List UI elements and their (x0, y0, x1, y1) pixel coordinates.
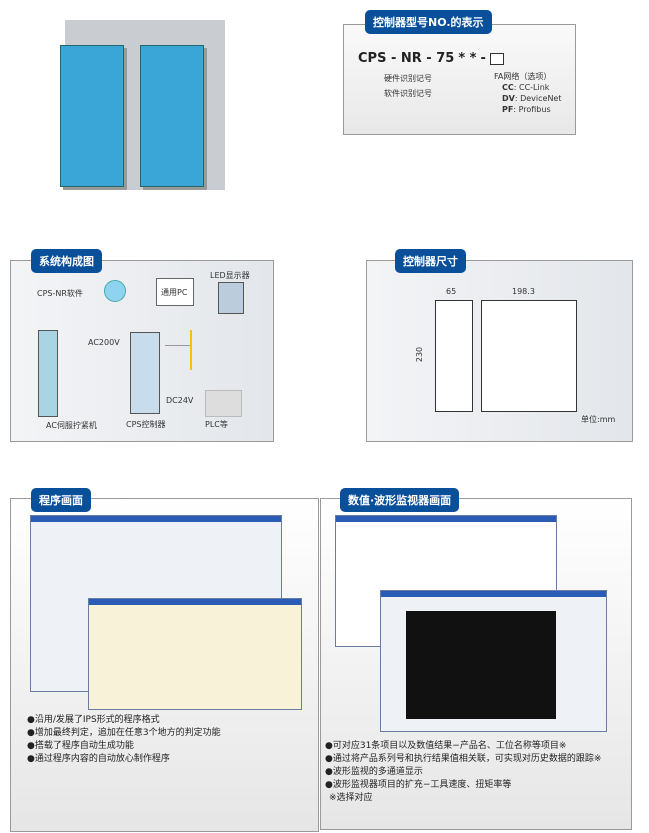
led-display-icon (218, 282, 244, 314)
feature-item: ●波形监视器项目的扩充−工具速度、扭矩率等 (325, 780, 512, 790)
model-stars: * * (458, 51, 477, 66)
unit-label: 单位:mm (581, 415, 616, 424)
pc-label: 通用PC (161, 288, 188, 297)
option-key: PF (502, 105, 514, 114)
controller-label: CPS控制器 (126, 420, 166, 429)
height-value: 230 (415, 346, 425, 363)
option-box (489, 52, 504, 65)
model-number-panel: CPS - NR - 75 * * - 硬件识别记号 软件识别记号 FA网络（选… (343, 24, 576, 135)
servo-label: AC伺服拧紧机 (46, 421, 97, 430)
product-photo (55, 15, 295, 195)
model-dash: - (480, 51, 486, 66)
plc-icon (205, 390, 242, 417)
front-view (435, 300, 473, 412)
waveform-graph (406, 611, 556, 719)
option-key: CC (502, 83, 514, 92)
waveform-screenshot (380, 590, 607, 732)
model-code-row: CPS - NR - 75 * * - (358, 51, 504, 66)
feature-item: ●通过将产品系列号和执行结果值相关联，可实现对历史数据的跟踪※ (325, 754, 602, 764)
cd-icon (104, 280, 126, 302)
servo-icon (38, 330, 58, 417)
model-code: CPS - NR - 75 (358, 51, 455, 66)
feature-item: ●增加最终判定，追加在任意3个地方的判定功能 (27, 728, 221, 738)
depth-value: 198.3 (512, 287, 535, 296)
software-label: CPS-NR软件 (37, 289, 83, 298)
hardware-id-label: 硬件识别记号 (384, 74, 432, 83)
controller-icon (130, 332, 160, 414)
feature-item: ●搭载了程序自动生成功能 (27, 741, 134, 751)
plc-label: PLC等 (205, 420, 228, 429)
feature-item: ●波形监视的多通道显示 (325, 767, 423, 777)
option-value: : DeviceNet (514, 94, 562, 103)
program-title: 程序画面 (31, 488, 91, 512)
option-value: : CC-Link (513, 83, 550, 92)
width-value: 65 (446, 287, 457, 296)
side-view (481, 300, 577, 412)
dc24v-label: DC24V (166, 396, 194, 405)
feature-item: ●通过程序内容的自动放心制作程序 (27, 754, 170, 764)
software-id-label: 软件识别记号 (384, 89, 432, 98)
option-value: : Profibus (513, 105, 551, 114)
system-title: 系统构成图 (31, 249, 102, 273)
fa-network-label: FA网络（选项） (494, 72, 552, 81)
dimensions-title: 控制器尺寸 (395, 249, 466, 273)
feature-item: ●可对应31条项目以及数值结果−产品名、工位名称等项目※ (325, 741, 567, 751)
ac200v-label: AC200V (88, 338, 120, 347)
laptop-icon (156, 278, 194, 306)
option-note: ※选择对应 (329, 793, 373, 803)
option-key: DV (502, 94, 515, 103)
model-title: 控制器型号NO.的表示 (365, 10, 492, 34)
monitor-title: 数值·波形监视器画面 (340, 488, 460, 512)
feature-item: ●沿用/发展了IPS形式的程序格式 (27, 715, 160, 725)
led-label: LED显示器 (210, 271, 250, 280)
program-editor-screenshot (88, 598, 302, 710)
